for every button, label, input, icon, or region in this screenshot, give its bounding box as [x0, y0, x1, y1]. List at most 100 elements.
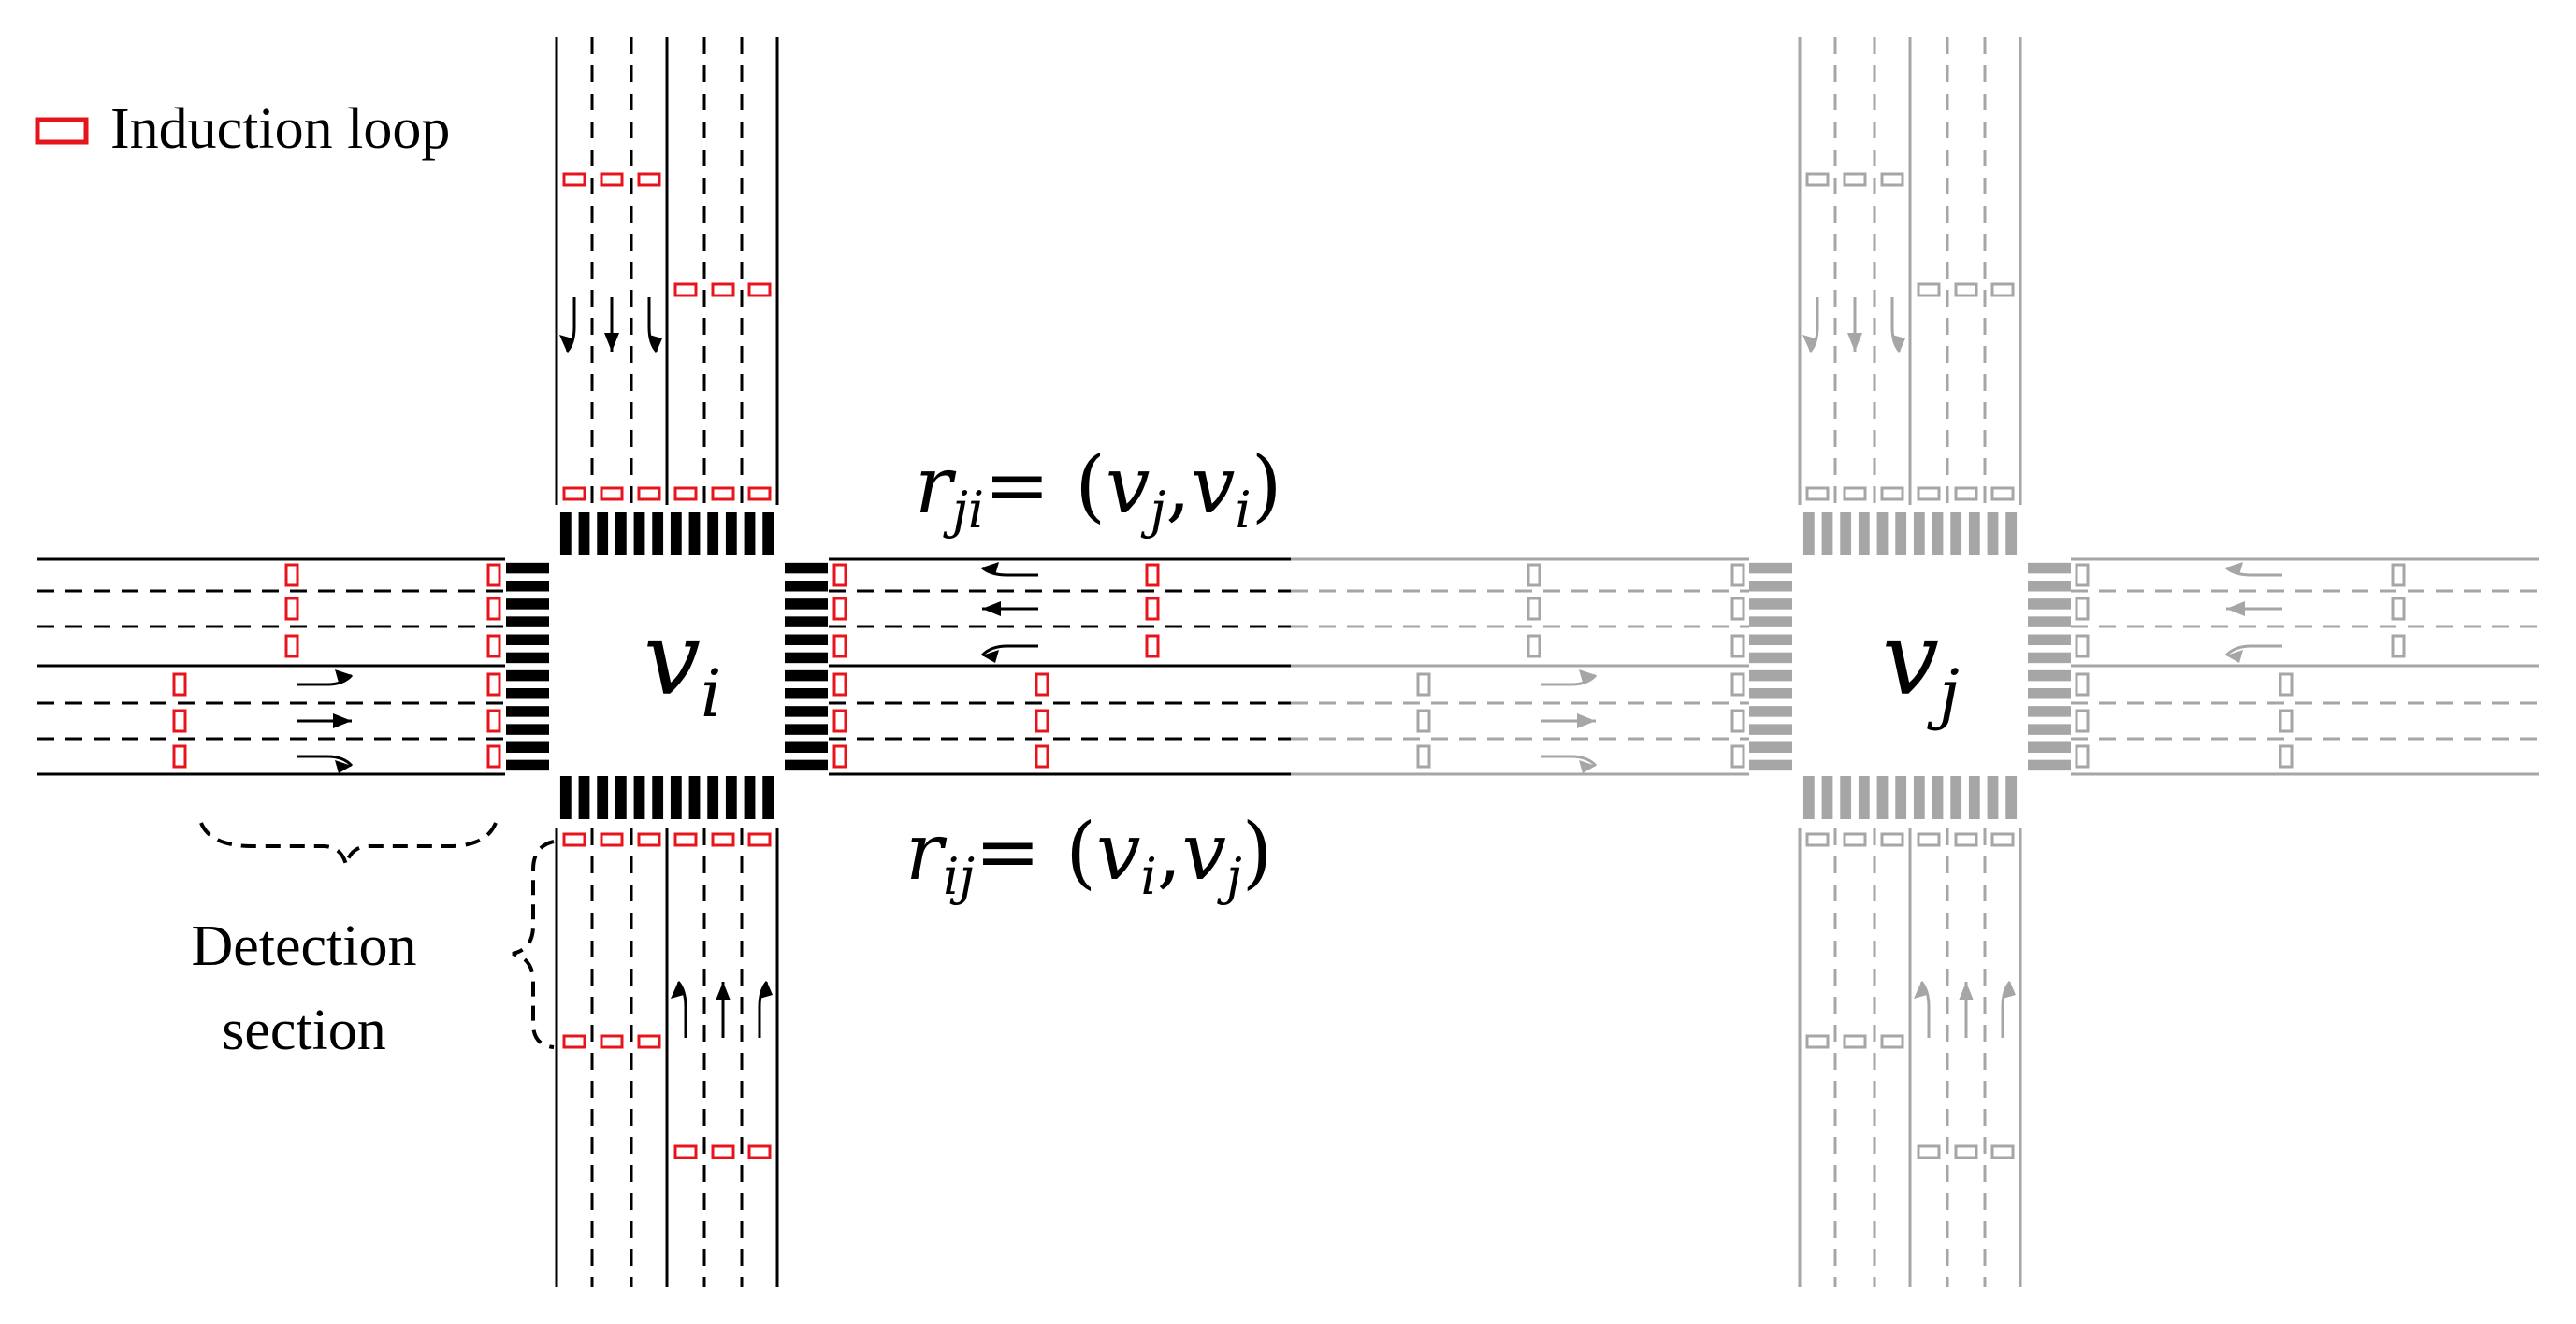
road-east-of-vj-loop	[2279, 744, 2294, 769]
intersection-vi	[506, 512, 828, 819]
road-west-of-vi-arrow-0-shaft	[297, 673, 354, 686]
road-west-of-vi-arrow-0-head	[335, 669, 352, 683]
road-south-of-vi-loop	[747, 832, 772, 847]
road-south-of-vj-loop	[1990, 1144, 2015, 1159]
intersection-vi-crosswalk-west-stripe	[506, 616, 549, 627]
intersection-vj-crosswalk-east-stripe	[2028, 598, 2071, 610]
detection-section-label: Detection section	[191, 914, 416, 1062]
intersection-vj-crosswalk-north-stripe	[1932, 512, 1944, 555]
intersection-vj-crosswalk-east-stripe	[2028, 634, 2071, 645]
road-north-of-vi-loop	[673, 486, 698, 501]
road-west-of-vi-loop	[486, 563, 501, 587]
detection-brace-vertical	[512, 840, 555, 1049]
road-west-of-vi-arrow-2-shaft	[297, 755, 354, 768]
road-south-of-vi-arrow-2-head	[760, 982, 773, 999]
road-between-vi-vj-black-loop	[1035, 744, 1049, 769]
road-east-of-vj-loop	[2075, 672, 2090, 697]
road-north-of-vj-loop	[1954, 282, 1978, 297]
road-north-of-vi-arrow-0-head	[559, 335, 572, 352]
rji-eq: = (	[984, 439, 1106, 531]
road-east-of-vj-loop	[2391, 563, 2406, 587]
intersection-vi-crosswalk-south-stripe	[652, 776, 664, 819]
road-south-of-vj-loop	[1880, 832, 1904, 847]
road-north-of-vj-loop	[1917, 486, 1941, 501]
rji-b: v	[1191, 439, 1235, 531]
road-south-of-vi-loop	[711, 832, 735, 847]
road-south-of-vi-arrow-2-shaft	[758, 981, 769, 1038]
intersection-vi-crosswalk-east-stripe	[785, 634, 828, 645]
rji-close: )	[1252, 439, 1282, 531]
intersection-vj-crosswalk-north-stripe	[1802, 512, 1815, 555]
intersection-vi-crosswalk-west-stripe	[506, 652, 549, 664]
road-west-of-vi-loop	[486, 672, 501, 697]
intersection-vj-crosswalk-south-stripe	[1913, 776, 1925, 819]
road-south-of-vj-loop	[1954, 1144, 1978, 1159]
road-west-of-vi-loop	[284, 597, 299, 621]
intersection-vj-crosswalk-east-stripe	[2028, 759, 2071, 771]
intersection-vi-crosswalk-north-stripe	[670, 512, 682, 555]
intersection-vj-crosswalk-east-stripe	[2028, 562, 2071, 574]
road-between-vi-vj-black-loop	[832, 744, 847, 769]
node-vj-label: vj	[1882, 601, 1960, 732]
road-rij-label: rij= (vi,vj)	[905, 806, 1272, 906]
intersection-vj-crosswalk-west-stripe	[1749, 741, 1792, 753]
road-east-of-vj-loop	[2279, 709, 2294, 733]
intersection-vj-crosswalk-south-stripe	[1895, 776, 1907, 819]
road-north-of-vi-arrow-2-head	[649, 335, 662, 352]
road-north-of-vi-loop	[600, 486, 624, 501]
svg-text:vi: vi	[644, 601, 721, 732]
road-south-of-vi	[555, 828, 779, 1287]
intersection-vi-crosswalk-north-stripe	[744, 512, 756, 555]
road-south-of-vi-loop	[747, 1144, 772, 1159]
node-vi-label: vi	[644, 601, 721, 732]
intersection-vi-crosswalk-north-stripe	[597, 512, 609, 555]
intersection-vi-crosswalk-west-stripe	[506, 759, 549, 771]
road-north-of-vi-loop	[600, 172, 624, 187]
road-east-of-vj-loop	[2075, 634, 2090, 658]
road-north-of-vj-loop	[1954, 486, 1978, 501]
intersection-vj-crosswalk-west-stripe	[1749, 598, 1792, 610]
road-west-of-vi	[37, 557, 505, 776]
road-north-of-vi-loop	[562, 486, 586, 501]
road-south-of-vj-loop	[1954, 832, 1978, 847]
intersection-vj-crosswalk-east-stripe	[2028, 669, 2071, 682]
road-west-of-vi-loop	[486, 709, 501, 733]
road-between-vi-vj-black-arrow-1-head	[982, 601, 1001, 616]
intersection-vi-crosswalk-east-stripe	[785, 688, 828, 699]
intersection-vj-crosswalk-north-stripe	[1987, 512, 1999, 555]
road-south-of-vi-arrow-0-shaft	[676, 981, 687, 1038]
intersection-vj-crosswalk-east-stripe	[2028, 688, 2071, 699]
road-east-of-vj-loop	[2279, 672, 2294, 697]
intersection-vi-crosswalk-south-stripe	[633, 776, 645, 819]
road-east-of-vj-loop	[2075, 744, 2090, 769]
road-south-of-vi-arrow-1-head	[716, 982, 731, 1000]
intersection-vi-crosswalk-west-stripe	[506, 581, 549, 592]
intersection-vi-crosswalk-east-stripe	[785, 706, 828, 717]
intersection-vj-crosswalk-west-stripe	[1749, 688, 1792, 699]
road-east-of-vj-loop	[2391, 597, 2406, 621]
legend-loop-icon	[35, 117, 89, 145]
intersection-vj-crosswalk-south-stripe	[1987, 776, 1999, 819]
road-west-of-vi-arrow-2-head	[335, 760, 352, 773]
road-between-vi-vj-black	[829, 557, 1291, 776]
road-west-of-vi-loop	[486, 634, 501, 658]
intersection-vi-crosswalk-south-stripe	[707, 776, 719, 819]
intersection-vj-crosswalk-south-stripe	[1950, 776, 1962, 819]
road-east-of-vj-loop	[2075, 597, 2090, 621]
intersection-vj-crosswalk-north-stripe	[1950, 512, 1962, 555]
svg-text:rij= (vi,vj): rij= (vi,vj)	[905, 806, 1272, 906]
road-between-vi-vj-black-arrow-2-shaft	[980, 644, 1038, 657]
road-between-vi-vj-gray-loop	[1527, 563, 1541, 587]
intersection-vj-crosswalk-south-stripe	[1858, 776, 1870, 819]
road-north-of-vi-loop	[747, 282, 772, 297]
intersection-vj-crosswalk-west-stripe	[1749, 562, 1792, 574]
road-north-of-vi	[555, 37, 779, 505]
intersection-vj-crosswalk-north-stripe	[1840, 512, 1852, 555]
intersection-vj-crosswalk-west-stripe	[1749, 581, 1792, 592]
intersection-vj-crosswalk-west-stripe	[1749, 634, 1792, 645]
intersection-vi-crosswalk-east-stripe	[785, 562, 828, 574]
road-west-of-vi-loop	[284, 563, 299, 587]
node-vi-subscript: i	[701, 655, 721, 732]
intersection-vi-crosswalk-south-stripe	[762, 776, 774, 819]
road-north-of-vj-arrow-1-head	[1847, 333, 1862, 352]
